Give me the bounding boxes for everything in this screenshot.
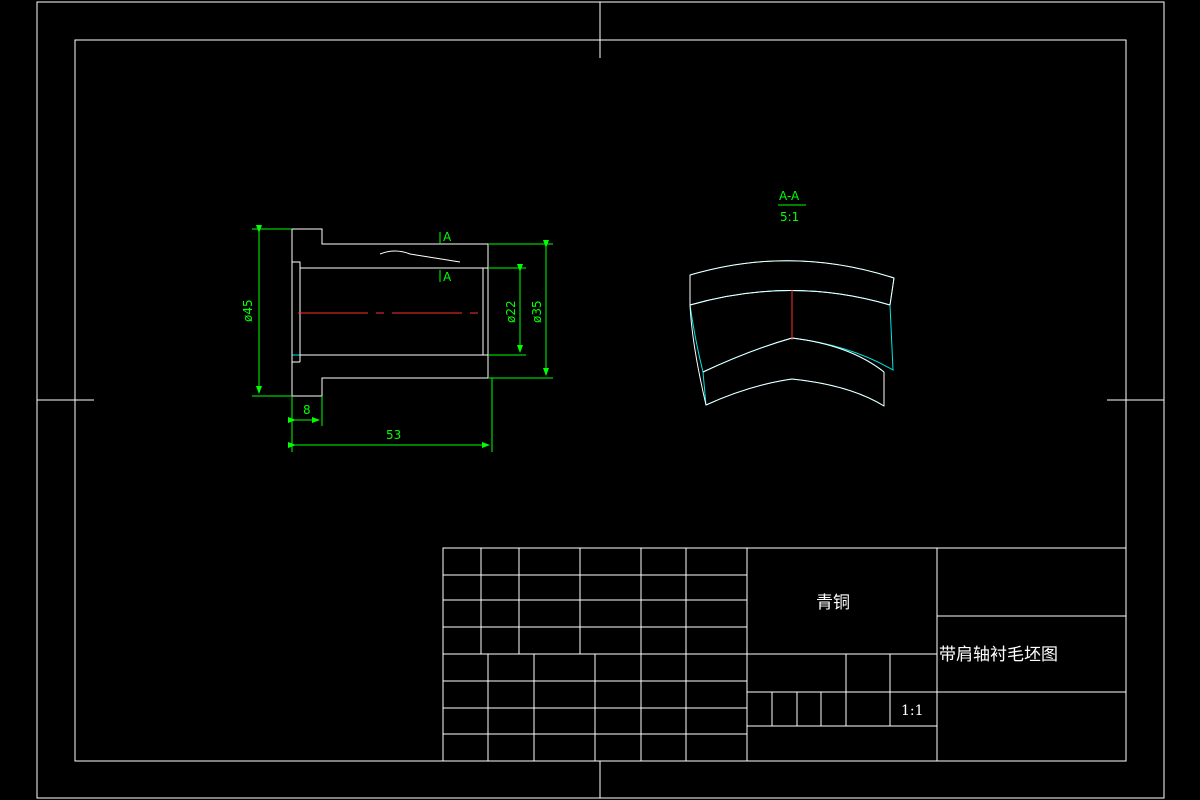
bushing-main-view	[291, 228, 489, 397]
section-label: A-A	[779, 189, 800, 203]
part-name-text: 带肩轴衬毛坯图	[939, 645, 1058, 665]
dimensions: ø45 ø22 ø35 8 53	[241, 225, 553, 452]
section-scale: 5:1	[780, 210, 799, 224]
title-block: 青铜 带肩轴衬毛坯图 1:1	[442, 547, 1127, 762]
dim-total-length: 53	[386, 428, 401, 442]
sheet-border	[36, 1, 1165, 799]
scale-text: 1:1	[901, 703, 924, 719]
section-aa-detail: A-A 5:1	[689, 189, 895, 407]
bushing-lower-section	[291, 354, 489, 397]
dim-inner-dia: ø22	[504, 300, 518, 323]
section-mark-bottom: A	[443, 270, 452, 284]
dim-outer-flange-dia: ø45	[241, 299, 255, 322]
section-marks: A A	[439, 230, 452, 284]
section-mark-top: A	[443, 230, 452, 244]
dim-flange-width: 8	[303, 403, 311, 417]
material-text: 青铜	[816, 593, 850, 613]
dim-outer-body-dia: ø35	[530, 300, 544, 323]
